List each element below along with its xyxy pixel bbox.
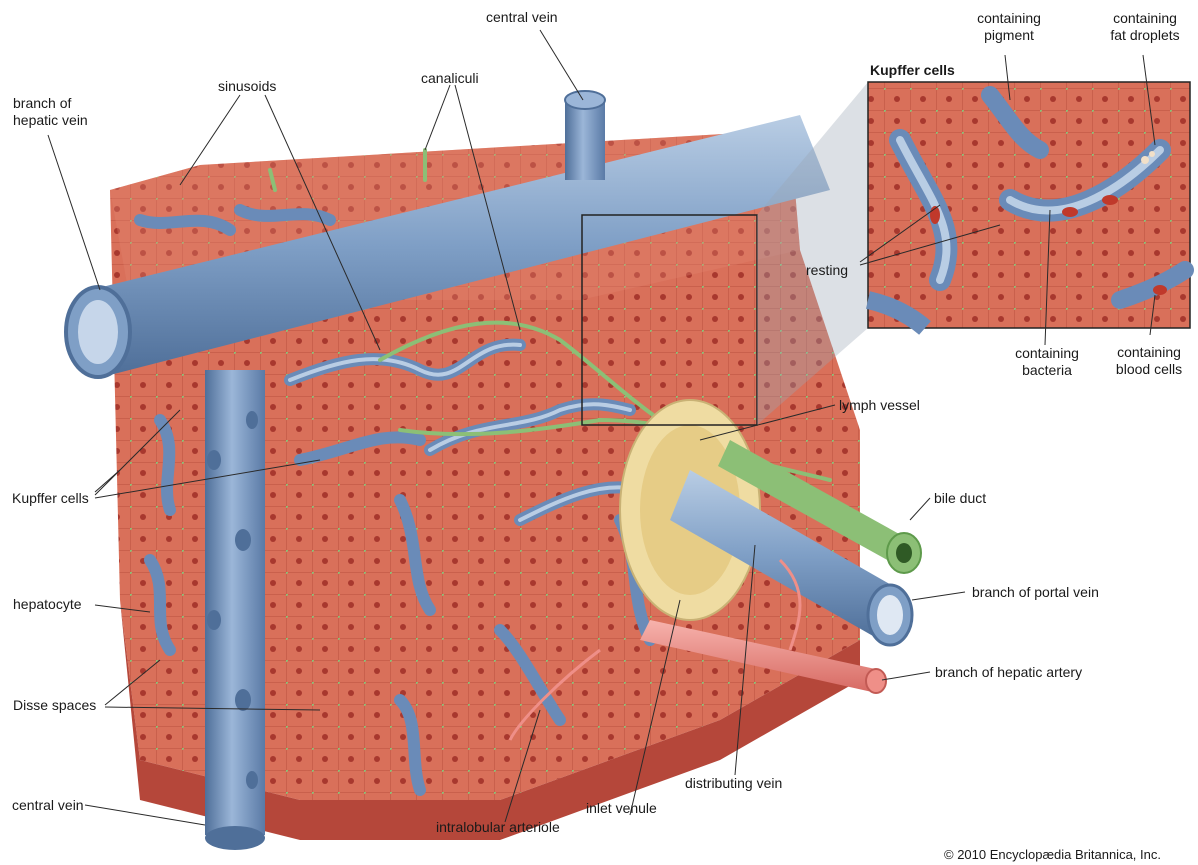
label-central-vein-top: central vein <box>486 9 558 26</box>
label-line: containing <box>1007 345 1087 362</box>
label-line: blood cells <box>1104 361 1194 378</box>
label-sinusoids: sinusoids <box>218 78 276 95</box>
label-branch-of-hepatic-vein: branch of hepatic vein <box>13 95 88 129</box>
label-line: containing <box>1104 344 1194 361</box>
label-branch-of-hepatic-artery: branch of hepatic artery <box>935 664 1082 681</box>
label-central-vein-bottom: central vein <box>12 797 84 814</box>
inset-label-containing-blood-cells: containing blood cells <box>1104 344 1194 378</box>
label-line: branch of <box>13 95 88 112</box>
label-line: fat droplets <box>1100 27 1190 44</box>
label-canaliculi: canaliculi <box>421 70 479 87</box>
label-line: containing <box>973 10 1045 27</box>
inset-label-containing-fat-droplets: containing fat droplets <box>1100 10 1190 44</box>
central-vein-vertical <box>205 370 265 850</box>
label-line: bacteria <box>1007 362 1087 379</box>
label-distributing-vein: distributing vein <box>685 775 782 792</box>
label-lymph-vessel: lymph vessel <box>839 397 920 414</box>
label-disse-spaces: Disse spaces <box>13 697 96 714</box>
label-line: containing <box>1100 10 1190 27</box>
inset-title-kupffer-cells: Kupffer cells <box>870 62 955 78</box>
label-branch-of-portal-vein: branch of portal vein <box>972 584 1099 601</box>
copyright-notice: © 2010 Encyclopædia Britannica, Inc. <box>944 847 1161 862</box>
label-intralobular-arteriole: intralobular arteriole <box>436 819 560 836</box>
kupffer-inset-panel <box>868 82 1190 328</box>
inset-label-containing-bacteria: containing bacteria <box>1007 345 1087 379</box>
inset-label-resting: resting <box>806 262 848 279</box>
label-inlet-venule: inlet venule <box>586 800 657 817</box>
label-kupffer-cells: Kupffer cells <box>12 490 89 507</box>
label-bile-duct: bile duct <box>934 490 986 507</box>
label-hepatocyte: hepatocyte <box>13 596 82 613</box>
label-line: hepatic vein <box>13 112 88 129</box>
label-line: pigment <box>973 27 1045 44</box>
inset-label-containing-pigment: containing pigment <box>973 10 1045 44</box>
